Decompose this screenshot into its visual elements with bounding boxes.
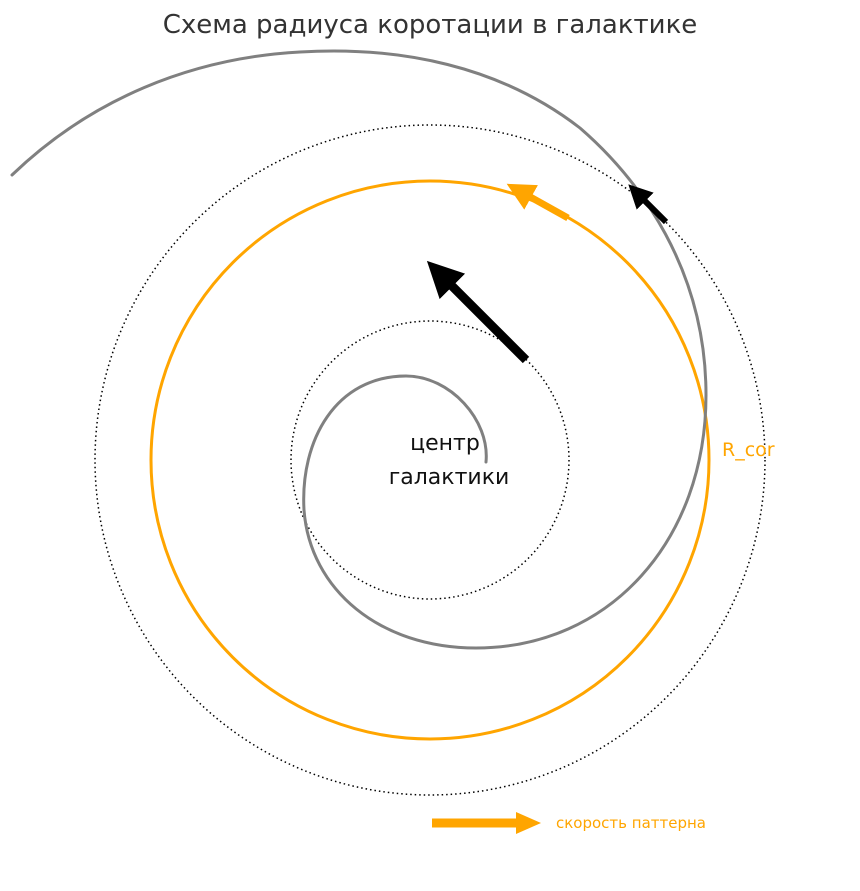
legend-arrowhead-icon <box>516 812 541 834</box>
galaxy-center-label-line2: галактики <box>389 465 510 490</box>
pattern-velocity-arrow <box>506 183 570 222</box>
outer-velocity-arrow <box>628 184 669 225</box>
inner-velocity-arrow <box>426 260 530 364</box>
galaxy-center-label: центр <box>410 431 480 456</box>
inner-orbit-circle <box>290 320 570 600</box>
corotation-radius-label: R_cor <box>722 439 775 461</box>
spiral-arm <box>10 49 708 650</box>
outer-orbit-circle <box>94 124 766 796</box>
legend-label: скорость паттерна <box>556 814 706 832</box>
corotation-circle <box>149 179 711 741</box>
legend: скорость паттерна <box>432 812 706 834</box>
diagram-title: Схема радиуса коротации в галактике <box>163 10 698 40</box>
